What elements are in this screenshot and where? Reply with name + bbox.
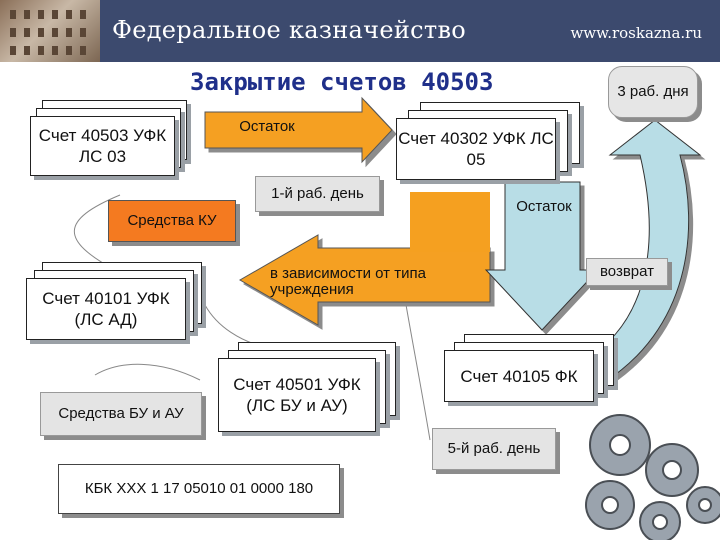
header-title: Федеральное казначейство: [112, 16, 467, 44]
label-dependency: в зависимости от типа учреждения: [270, 265, 426, 298]
label-kbk: КБК XXX 1 17 05010 01 0000 180: [58, 464, 340, 514]
label-vozvrat: возврат: [586, 258, 668, 286]
header-url: www.roskazna.ru: [570, 24, 702, 42]
label-sredstva-ku: Средства КУ: [108, 200, 236, 242]
account-40105-box: Счет 40105 ФК: [444, 350, 594, 402]
slide-title: Закрытие счетов 40503: [190, 68, 494, 96]
arrow-down-ostatok: [484, 181, 600, 331]
account-40503-box: Счет 40503 УФК ЛС 03: [30, 116, 175, 176]
connector-line: [73, 194, 121, 271]
label-sredstva-bu-au: Средства БУ и АУ: [40, 392, 202, 436]
account-40501-box: Счет 40501 УФК (ЛС БУ и АУ): [218, 358, 376, 432]
arrow-left-dependency: [238, 234, 491, 326]
treasury-building-image: [0, 0, 100, 62]
connector-line: [94, 363, 201, 381]
arrow-right-ostatok: [204, 96, 393, 164]
account-40101-box: Счет 40101 УФК (ЛС АД): [26, 278, 186, 340]
label-first-workday: 1-й раб. день: [255, 176, 380, 212]
label-fifth-workday: 5-й раб. день: [432, 428, 556, 470]
label-ostatok-2: Остаток: [516, 198, 572, 215]
label-three-workdays: 3 раб. дня: [608, 66, 698, 118]
header-bar: Федеральное казначейство www.roskazna.ru: [0, 0, 720, 62]
label-ostatok-1: Остаток: [239, 118, 295, 135]
gears-image: [585, 414, 720, 540]
account-40302-box: Счет 40302 УФК ЛС 05: [396, 118, 556, 180]
arrow-orange-column: [410, 192, 490, 252]
